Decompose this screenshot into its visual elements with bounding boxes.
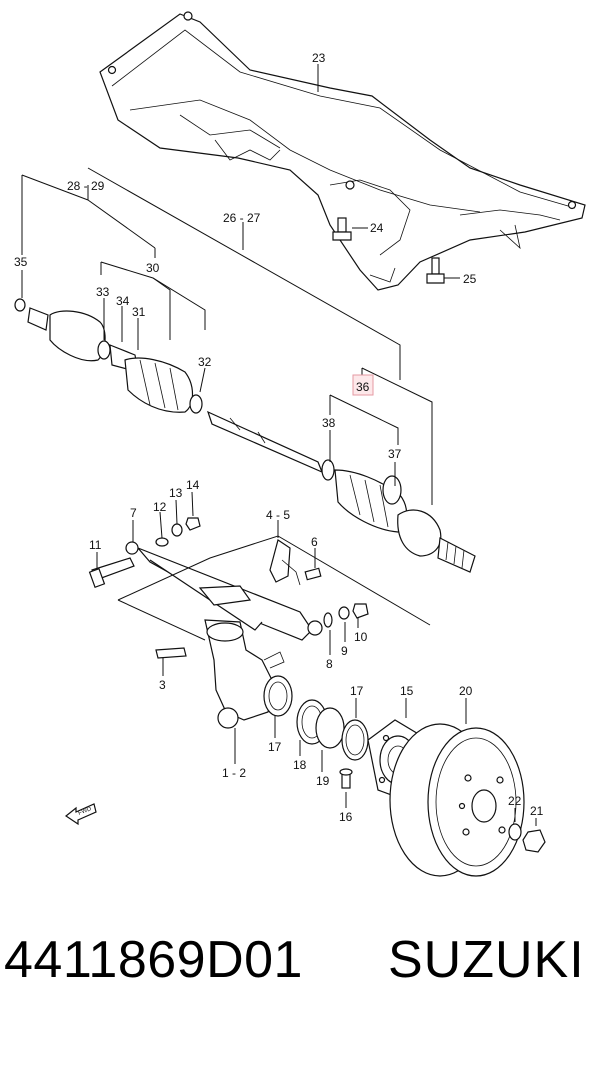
callout-7: 7 — [130, 506, 137, 520]
rear-crossmember — [99, 11, 586, 291]
callout-36: 36 — [356, 380, 370, 394]
callout-24: 24 — [370, 221, 384, 235]
leader-lines — [21, 64, 537, 826]
callout-32: 32 — [198, 355, 212, 369]
callout-21: 21 — [530, 804, 544, 818]
callout-16: 16 — [339, 810, 353, 824]
callout-15: 15 — [400, 684, 414, 698]
part-number: 4411869D01 — [4, 931, 303, 989]
callout-3: 3 — [159, 678, 166, 692]
callout-37: 37 — [388, 447, 402, 461]
bracket-4-5 — [269, 539, 322, 586]
callout-33: 33 — [96, 285, 110, 299]
callout-11: 11 — [89, 538, 102, 552]
callout-20: 20 — [459, 684, 473, 698]
callout-28-29: 28 - 29 — [67, 179, 105, 193]
callout-18: 18 — [293, 758, 307, 772]
callout-30: 30 — [146, 261, 160, 275]
callout-22: 22 — [508, 794, 522, 808]
callout-23: 23 — [312, 51, 326, 65]
bolt-25 — [426, 257, 445, 284]
parts-diagram: FWD — [14, 11, 586, 877]
callout-17a: 17 — [268, 740, 282, 754]
caption-bar: 4411869D01 SUZUKI — [0, 930, 600, 1040]
callout-12: 12 — [153, 500, 167, 514]
callout-10: 10 — [354, 630, 368, 644]
callout-9: 9 — [341, 644, 348, 658]
callout-highlight-36 — [352, 374, 374, 396]
callout-17b: 17 — [350, 684, 364, 698]
callout-38: 38 — [322, 416, 336, 430]
drive-shaft — [14, 298, 476, 573]
callout-26-27: 26 - 27 — [223, 211, 261, 225]
callout-31: 31 — [132, 305, 146, 319]
callout-1-2: 1 - 2 — [222, 766, 246, 780]
callout-34: 34 — [116, 294, 130, 308]
callout-14: 14 — [186, 478, 200, 492]
brake-drum-20 — [389, 723, 525, 877]
fwd-arrow-icon: FWD — [64, 803, 97, 826]
callout-4-5: 4 - 5 — [266, 508, 290, 522]
exploded-view-drawing: FWD — [14, 11, 586, 877]
washers-8-9-10 — [323, 603, 369, 628]
bearing-set — [263, 675, 369, 789]
callout-labels: 23 28 - 29 26 - 27 24 35 30 25 33 34 3 1 … — [14, 51, 544, 824]
bolt-24 — [332, 217, 352, 241]
callout-6: 6 — [311, 535, 318, 549]
fwd-label: FWD — [78, 806, 94, 817]
washers-12-13-14 — [155, 517, 201, 547]
callout-19: 19 — [316, 774, 330, 788]
callout-8: 8 — [326, 657, 333, 671]
brand-name: SUZUKI — [388, 931, 585, 989]
knuckle — [155, 619, 285, 729]
nut-and-washer-21-22 — [508, 823, 546, 853]
callout-25: 25 — [463, 272, 477, 286]
callout-13: 13 — [169, 486, 183, 500]
callout-35: 35 — [14, 255, 28, 269]
